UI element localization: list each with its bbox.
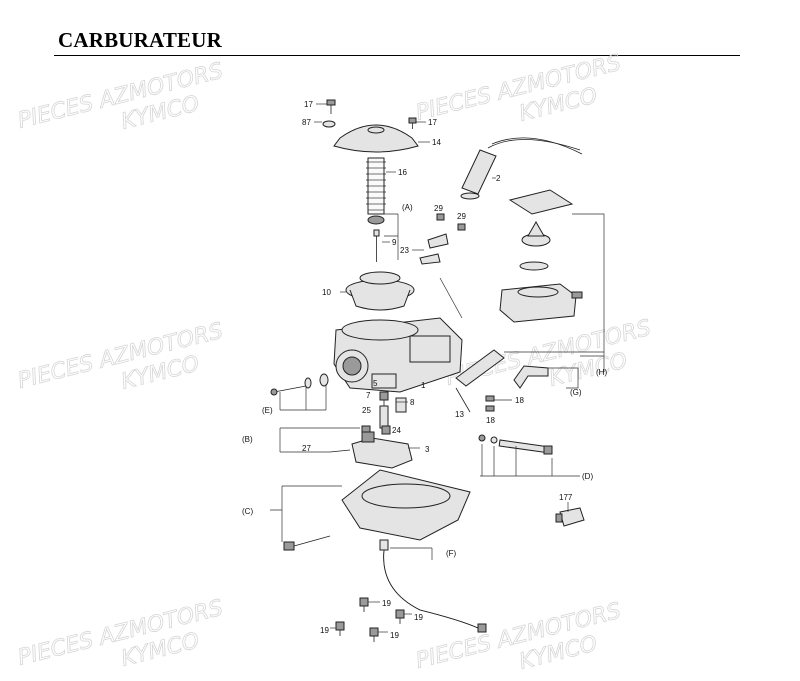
callout-17: 17 xyxy=(428,118,437,127)
callout-177: 177 xyxy=(559,493,573,502)
callout-3: 3 xyxy=(425,445,430,454)
cap-screw-17 xyxy=(326,99,336,114)
pilot-screw-set-e xyxy=(270,373,329,396)
callout-29: 29 xyxy=(457,212,466,221)
needle-valve-set-d xyxy=(478,434,553,455)
page-title: CARBURATEUR xyxy=(58,28,222,52)
callout-labels: 17 87 17 14 16 2 (A) 29 29 9 23 10 (H) (… xyxy=(242,100,607,640)
callout-group-d: (D) xyxy=(582,472,593,481)
callout-9: 9 xyxy=(392,238,397,247)
callout-7: 7 xyxy=(366,391,371,400)
callout-8: 8 xyxy=(410,398,415,407)
float-bowl-c xyxy=(283,469,471,551)
callout-5: 5 xyxy=(373,379,378,388)
callout-16: 16 xyxy=(398,168,407,177)
callout-18: 18 xyxy=(486,416,495,425)
callout-18: 18 xyxy=(515,396,524,405)
group-brackets xyxy=(270,103,605,633)
screw-19 xyxy=(335,597,405,642)
callout-group-g: (G) xyxy=(570,388,582,397)
throttle-cable-2 xyxy=(460,137,583,200)
carburetor-body-1 xyxy=(333,317,463,393)
callout-27: 27 xyxy=(302,444,311,453)
callout-10: 10 xyxy=(322,288,331,297)
sensor-177 xyxy=(555,507,585,527)
callout-19: 19 xyxy=(320,626,329,635)
needle-jet-8 xyxy=(395,397,407,413)
callout-group-c: (C) xyxy=(242,507,253,516)
breather-hose xyxy=(455,349,505,413)
callout-24: 24 xyxy=(392,426,401,435)
screw-29 xyxy=(436,213,466,231)
callout-group-f: (F) xyxy=(446,549,457,558)
callout-87: 87 xyxy=(302,118,311,127)
callout-group-a: (A) xyxy=(402,203,413,212)
callout-19: 19 xyxy=(414,613,423,622)
callout-14: 14 xyxy=(432,138,441,147)
callout-23: 23 xyxy=(400,246,409,255)
drain-hose-f xyxy=(379,539,487,633)
screw-18 xyxy=(485,395,495,412)
accelerator-pump-assembly xyxy=(499,189,583,323)
slow-jet-25 xyxy=(379,405,389,429)
callout-19: 19 xyxy=(382,599,391,608)
callout-29: 29 xyxy=(434,204,443,213)
float-pin-27 xyxy=(329,449,351,453)
spring-16 xyxy=(366,157,386,225)
callout-group-h: (H) xyxy=(596,368,607,377)
callout-19: 19 xyxy=(390,631,399,640)
bracket-23 xyxy=(419,233,449,265)
callout-17: 17 xyxy=(304,100,313,109)
callout-13: 13 xyxy=(455,410,464,419)
callout-2: 2 xyxy=(496,174,501,183)
washer-87 xyxy=(322,120,336,128)
callout-group-e: (E) xyxy=(262,406,273,415)
callout-25: 25 xyxy=(362,406,371,415)
top-cover-14 xyxy=(333,124,419,153)
title-divider xyxy=(54,55,740,56)
callout-group-b: (B) xyxy=(242,435,253,444)
hose-g xyxy=(513,365,549,389)
callout-1: 1 xyxy=(421,381,426,390)
jet-needle-9 xyxy=(373,229,380,262)
float-3 xyxy=(351,431,413,469)
vacuum-slide-10 xyxy=(345,271,415,311)
screw-17-right xyxy=(408,117,417,129)
